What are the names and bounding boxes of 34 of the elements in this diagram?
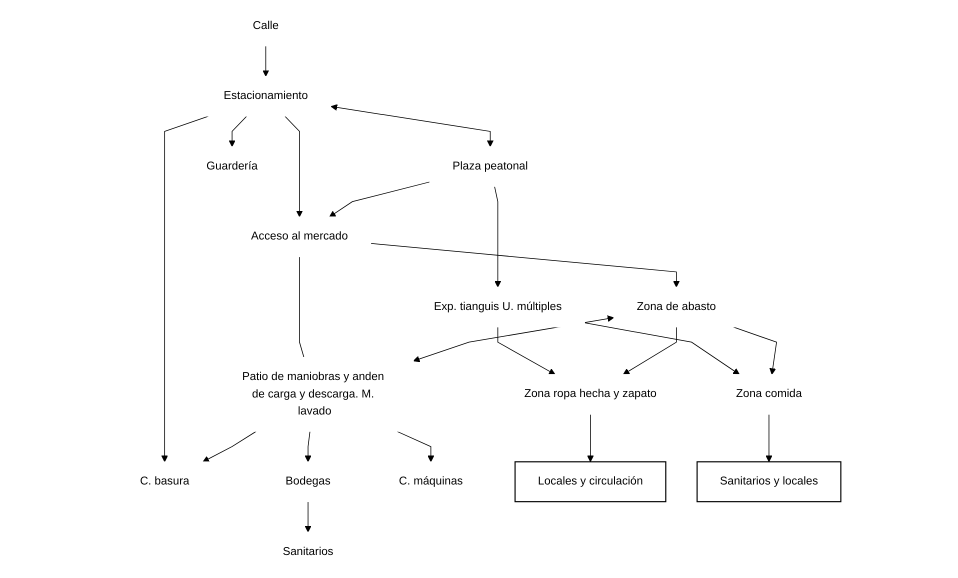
arrow bbox=[622, 326, 677, 375]
arrow bbox=[284, 116, 303, 218]
connector bbox=[299, 256, 304, 358]
arrow bbox=[304, 501, 312, 532]
arrow bbox=[584, 322, 740, 375]
node-text: Sanitarios bbox=[282, 544, 334, 558]
node-text: Bodegas bbox=[286, 474, 331, 488]
arrow bbox=[732, 326, 777, 375]
node-text: Calle bbox=[252, 18, 279, 32]
arrow bbox=[587, 414, 594, 462]
arrow bbox=[329, 182, 430, 218]
arrow bbox=[228, 116, 248, 147]
node-text: C. basura bbox=[140, 474, 190, 488]
node-box: Sanitarios y locales bbox=[696, 461, 842, 502]
node-text: Estacionamiento bbox=[224, 89, 308, 102]
arrow bbox=[370, 243, 680, 288]
arrow bbox=[262, 46, 270, 77]
arrow bbox=[497, 326, 556, 375]
node-text: C. máquinas bbox=[398, 474, 463, 488]
node-text: Acceso al mercado bbox=[251, 230, 348, 243]
node-text: Zona ropa hecha y zapato bbox=[524, 387, 657, 400]
node-text: Plaza peatonal bbox=[452, 160, 528, 172]
node-box: Locales y circulación bbox=[514, 461, 666, 502]
arrow bbox=[396, 431, 434, 462]
arrow bbox=[304, 431, 312, 462]
node-text: Patio de maniobras y anden de carga y descarga. M. lavado bbox=[242, 370, 384, 418]
arrow bbox=[494, 186, 502, 288]
arrow bbox=[766, 414, 772, 462]
node-text: Guardería bbox=[206, 160, 258, 172]
arrow bbox=[202, 431, 256, 462]
arrow bbox=[330, 104, 494, 147]
node-text: Zona comida bbox=[736, 387, 802, 400]
node-text: Zona de abasto bbox=[636, 300, 716, 313]
arrow bbox=[161, 116, 209, 462]
